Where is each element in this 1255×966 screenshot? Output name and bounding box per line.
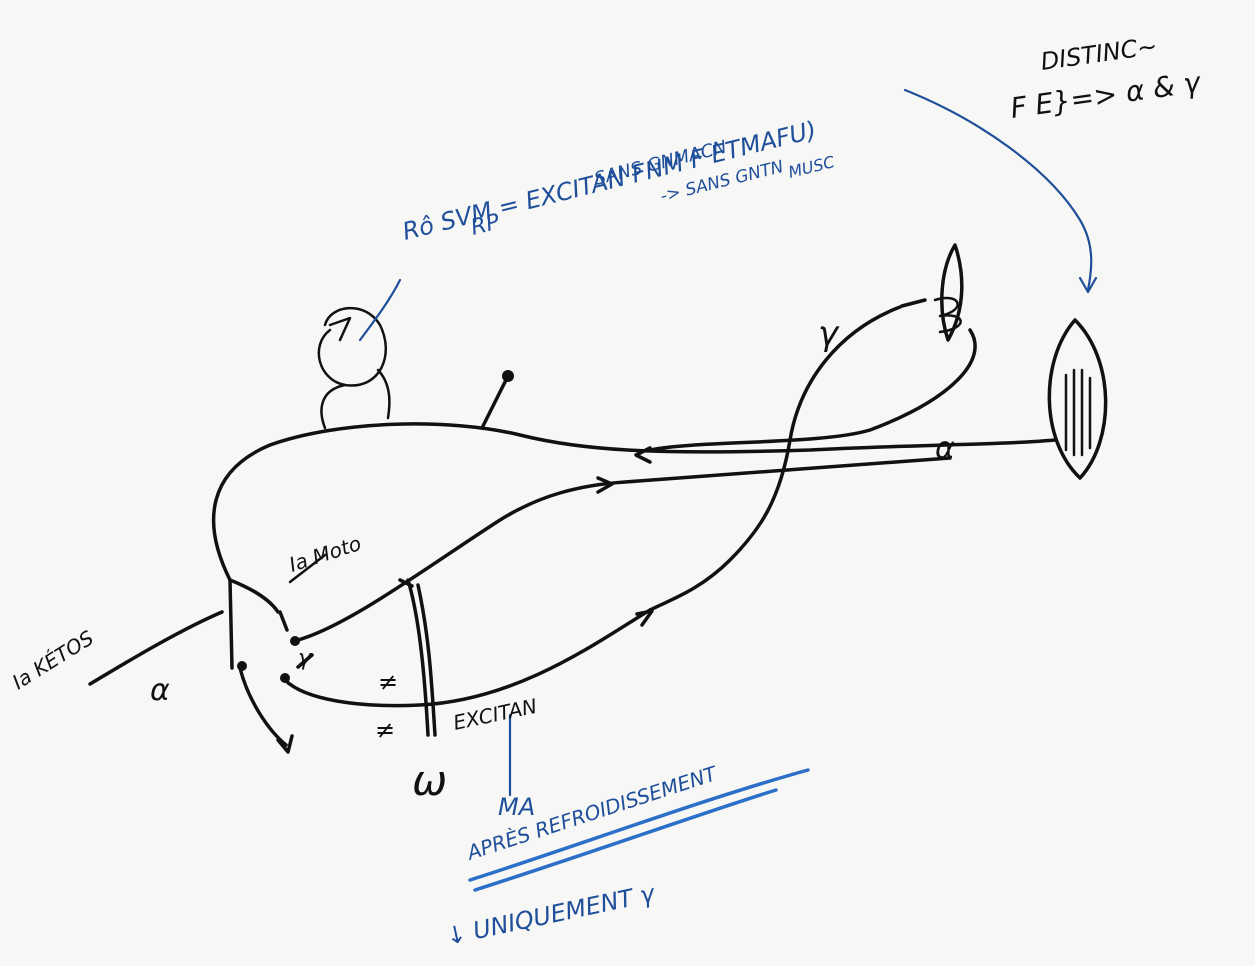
label-hatch-2: ≠ [375,716,395,744]
blue-annotations [358,88,1098,797]
label-alpha-right: α [935,431,955,466]
underline-double [468,768,810,892]
label-gamma-top: γ [818,314,840,354]
alpha-path [290,456,952,646]
label-hatch-1: ≠ [378,668,398,696]
label-ma: MA [498,793,535,821]
label-distinct-title: DISTINC~ [1039,32,1159,76]
left-junction [88,553,327,754]
label-ia-ketos: Ia KÉTOS [8,626,98,695]
omega-bars [398,578,437,737]
right-spindle [1047,318,1108,480]
labels: Rô SVM = EXCITAN FNM F ETMAFU) RP SANS G… [8,32,1204,951]
label-top-line5: MUSC [786,152,837,182]
main-loop-curve [211,370,1057,582]
label-gamma-small: γ [298,646,312,671]
label-distinct-formula: F E}=> α & γ [1008,65,1203,124]
upper-spindle [900,243,964,342]
gamma-path [280,305,977,708]
head-sketch [317,306,391,430]
label-ia-moto: Ia Moto [286,531,364,577]
label-alpha-left: α [150,673,170,708]
label-omega: ω [412,756,447,805]
